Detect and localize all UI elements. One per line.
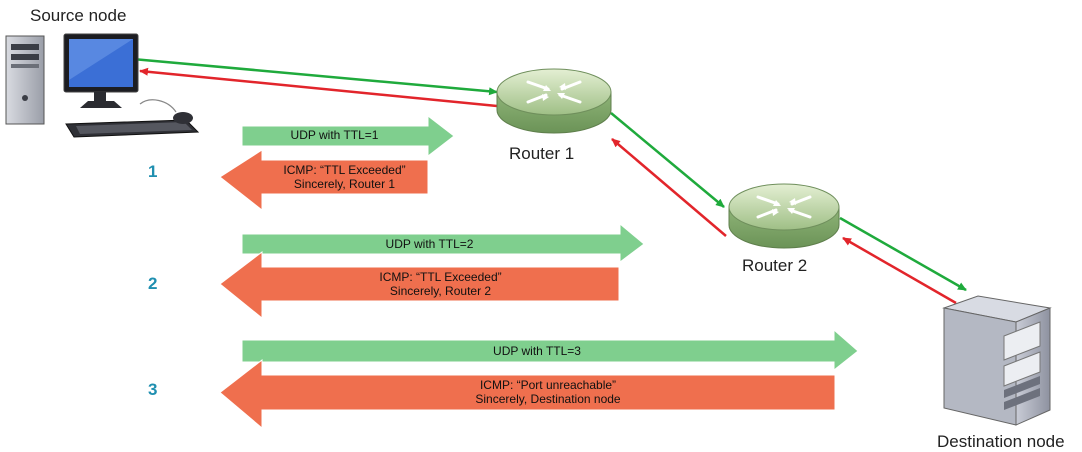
icmp-label-1: ICMP: “TTL Exceeded” Sincerely, Router 1 (262, 163, 427, 191)
icmp-arrow-1 (219, 149, 429, 212)
icmp-line1: ICMP: “TTL Exceeded” (379, 270, 502, 284)
router2-label: Router 2 (742, 256, 808, 275)
step-number-1: 1 (148, 162, 158, 181)
return-line (842, 236, 957, 305)
udp-label-3: UDP with TTL=3 (493, 344, 581, 358)
return-line (611, 138, 727, 237)
source-computer-icon (5, 33, 200, 138)
udp-arrow-1 (241, 114, 455, 158)
link-router2-destination (839, 216, 967, 305)
router1-icon (496, 68, 612, 134)
router1-label: Router 1 (509, 144, 575, 163)
source-node-label: Source node (30, 6, 127, 25)
step-number-3: 3 (148, 380, 158, 399)
forward-line (610, 112, 725, 208)
udp-arrow-2 (241, 222, 645, 263)
link-source-router1 (121, 56, 498, 108)
icmp-line2: Sincerely, Router 2 (389, 284, 492, 298)
forward-line (839, 216, 967, 292)
icmp-line1: ICMP: “TTL Exceeded” (283, 163, 406, 177)
destination-node-label: Destination node (937, 432, 1065, 451)
message-arrows (219, 114, 859, 430)
icmp-line1: ICMP: “Port unreachable” (479, 378, 617, 392)
icmp-line2: Sincerely, Router 1 (293, 177, 396, 191)
icmp-arrow-2 (219, 250, 620, 320)
link-router1-router2 (610, 112, 727, 237)
icmp-label-3: ICMP: “Port unreachable” Sincerely, Dest… (262, 378, 834, 406)
icmp-arrow-3 (219, 358, 836, 430)
step-number-2: 2 (148, 274, 158, 293)
destination-server-icon (942, 295, 1052, 426)
icmp-line2: Sincerely, Destination node (475, 392, 621, 406)
forward-line (121, 56, 498, 96)
udp-arrow-3 (241, 328, 859, 372)
udp-label-2: UDP with TTL=2 (385, 237, 474, 251)
router2-icon (728, 183, 840, 249)
udp-label-1: UDP with TTL=1 (290, 128, 379, 142)
icmp-label-2: ICMP: “TTL Exceeded” Sincerely, Router 2 (262, 270, 619, 298)
return-line (139, 67, 498, 108)
